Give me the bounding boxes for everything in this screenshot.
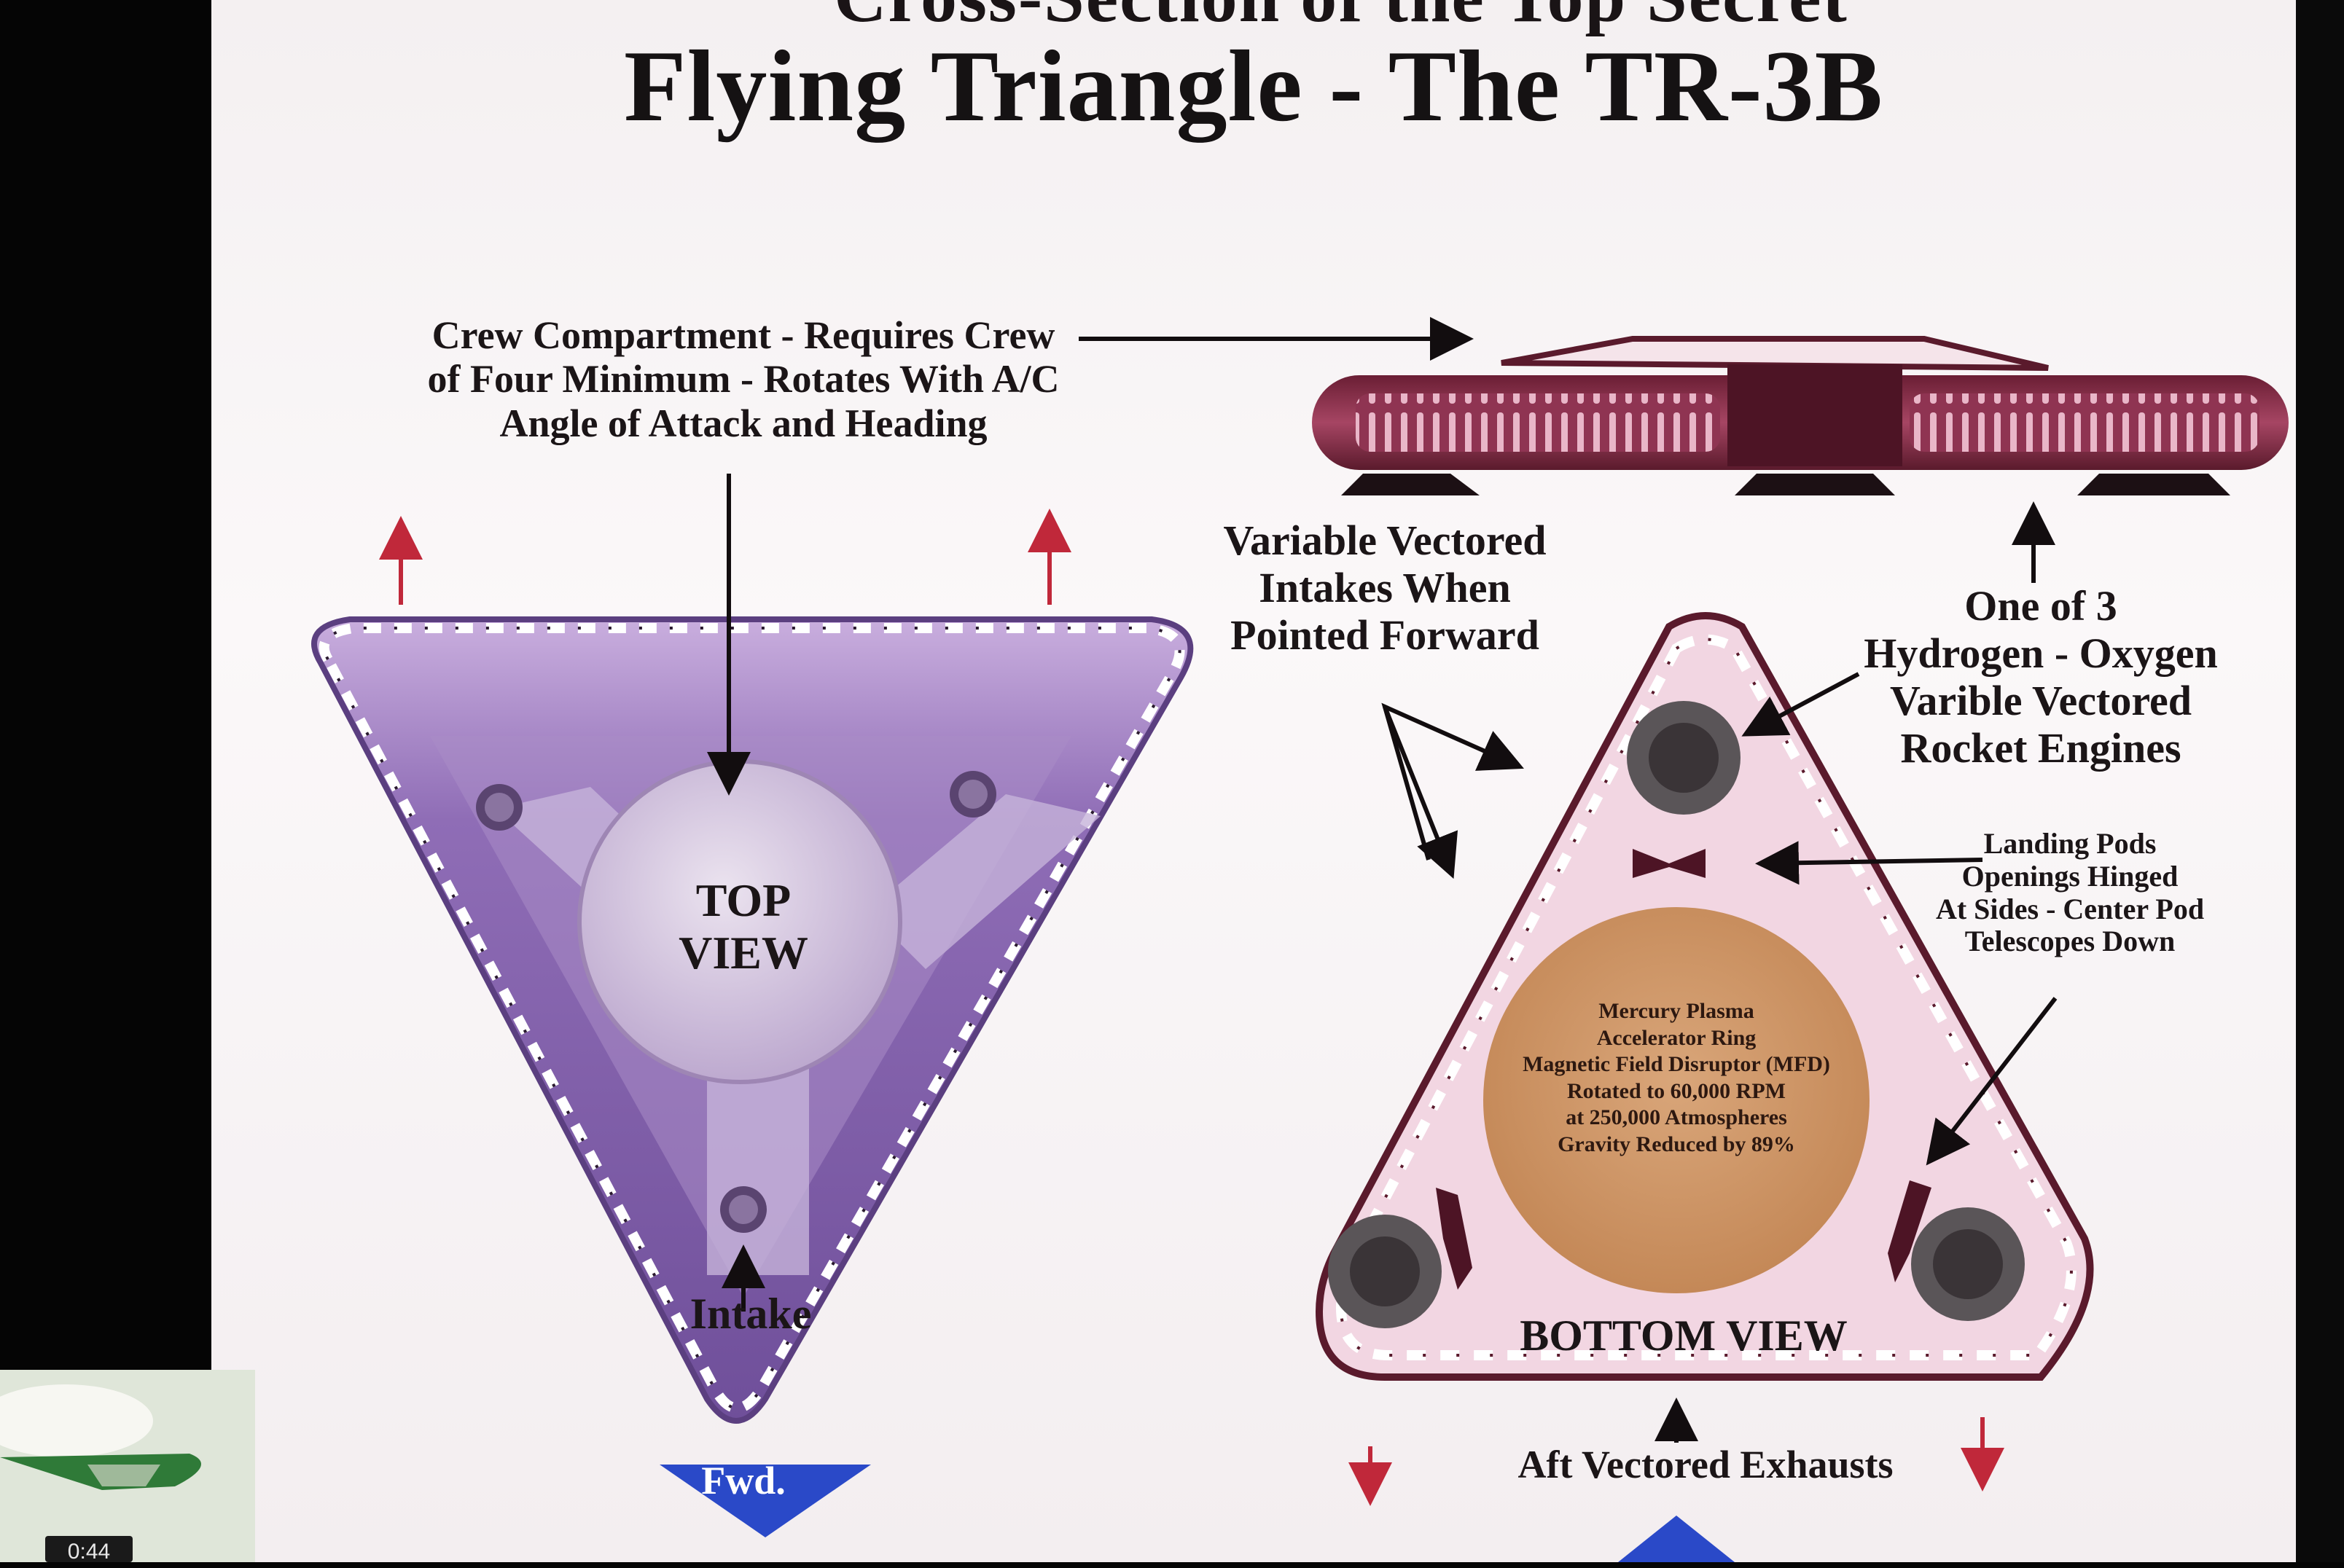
fwd-label: Fwd.: [649, 1459, 838, 1502]
slide: Cross-Section of the Top Secret Flying T…: [211, 0, 2296, 1562]
screen-bezel: [2296, 0, 2344, 1562]
video-timestamp: 0:44: [45, 1536, 133, 1562]
thumbnail-figure-icon: [0, 1370, 255, 1562]
engines-label: One of 3 Hydrogen - Oxygen Varible Vecto…: [1815, 583, 2267, 772]
mercury-ring-label: Mercury Plasma Accelerator Ring Magnetic…: [1465, 998, 1888, 1159]
bottom-view-label: BOTTOM VIEW: [1465, 1312, 1902, 1360]
intake-label: Intake: [634, 1290, 867, 1338]
variable-vectored-intakes-label: Variable Vectored Intakes When Pointed F…: [1159, 517, 1611, 659]
landing-pods-label: Landing Pods Openings Hinged At Sides - …: [1888, 828, 2252, 958]
top-view-label: TOP VIEW: [627, 874, 860, 979]
aft-exhausts-label: Aft Vectored Exhausts: [1407, 1443, 2004, 1486]
diagram-art: [211, 0, 2296, 1562]
crew-compartment-label: Crew Compartment - Requires Crew of Four…: [357, 313, 1130, 445]
video-thumbnail[interactable]: [0, 1370, 255, 1562]
